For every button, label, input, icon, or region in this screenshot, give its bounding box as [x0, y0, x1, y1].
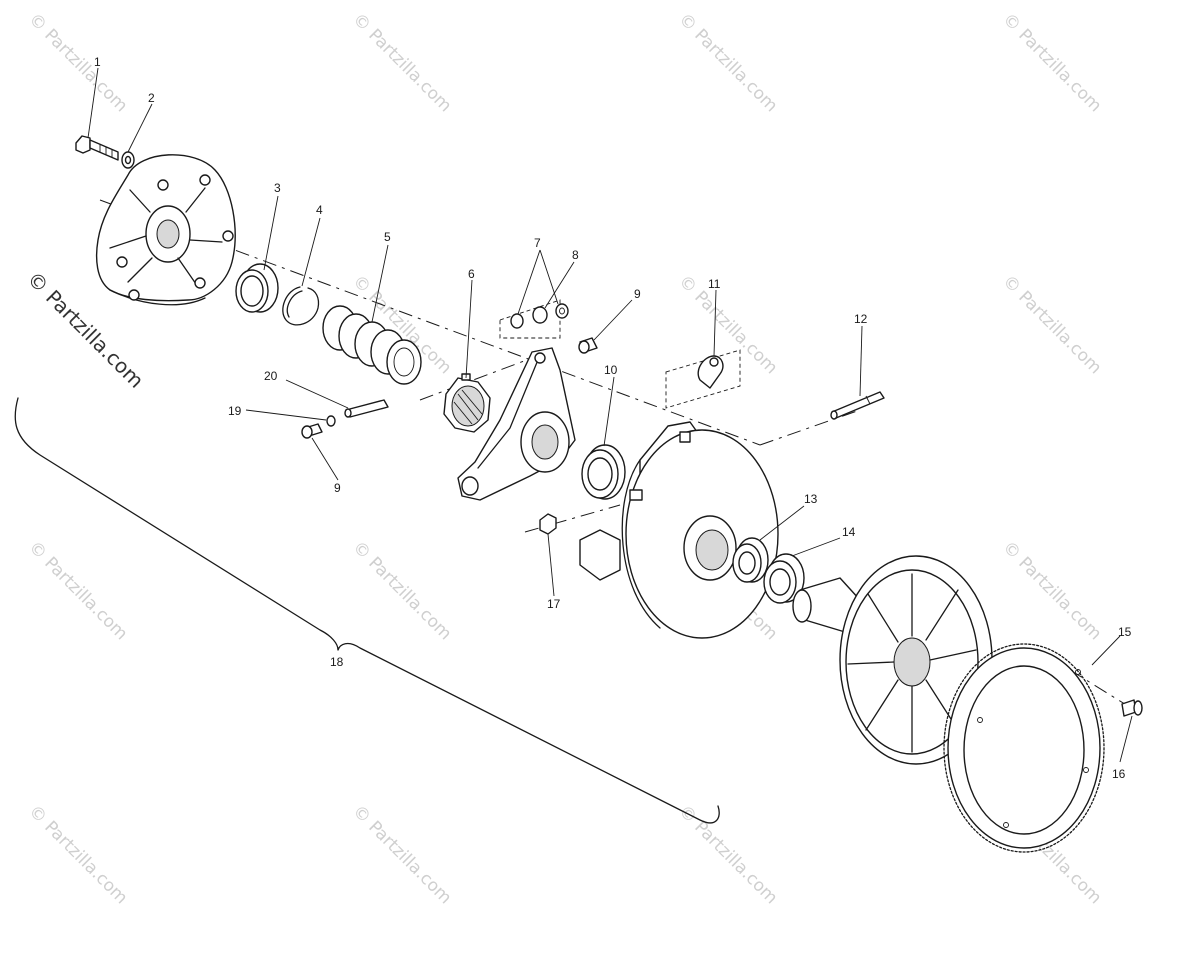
watermark: © Partzilla.com	[348, 801, 455, 908]
callout-16: 16	[1112, 767, 1126, 781]
pin	[344, 399, 389, 418]
callout-8: 8	[572, 248, 579, 262]
watermark: © Partzilla.com	[24, 9, 131, 116]
callout-13: 13	[804, 492, 818, 506]
callout-9-left: 9	[334, 481, 341, 495]
callout-18: 18	[330, 655, 344, 669]
callout-4: 4	[316, 203, 323, 217]
callout-5: 5	[384, 230, 391, 244]
small-washer	[326, 415, 336, 427]
washers-bushing-group	[499, 299, 569, 339]
bushing-ring	[235, 263, 279, 313]
roller-arm	[457, 347, 576, 501]
watermark: © Partzilla.com	[348, 537, 455, 644]
callout-20: 20	[264, 369, 278, 383]
nut	[539, 513, 557, 535]
callout-6: 6	[468, 267, 475, 281]
spacer-washer	[581, 444, 626, 500]
callout-1: 1	[94, 55, 101, 69]
snap-ring	[282, 286, 320, 326]
bushing-large	[763, 553, 805, 604]
bushing	[732, 537, 769, 583]
watermark: © Partzilla.com	[998, 9, 1105, 116]
roller-left	[301, 423, 323, 439]
callout-19: 19	[228, 404, 242, 418]
spring	[322, 305, 422, 385]
callout-11: 11	[708, 277, 721, 291]
callout-2: 2	[148, 91, 155, 105]
callout-7: 7	[534, 236, 541, 250]
fixed-sheave	[792, 555, 993, 765]
roller-right	[578, 337, 598, 354]
cover-plate	[95, 154, 236, 306]
callout-14: 14	[842, 525, 856, 539]
watermark: © Partzilla.com	[674, 271, 781, 378]
bolt	[75, 135, 119, 161]
group-bracket	[14, 397, 720, 824]
callout-15: 15	[1118, 625, 1132, 639]
weight-clip	[665, 349, 741, 409]
watermark: © Partzilla.com	[998, 537, 1105, 644]
callout-17: 17	[547, 597, 561, 611]
spider-housing	[443, 373, 491, 433]
watermark: © Partzilla.com	[24, 801, 131, 908]
screw	[1121, 699, 1143, 717]
callout-9-right: 9	[634, 287, 641, 301]
watermark: © Partzilla.com	[674, 9, 781, 116]
callout-10: 10	[604, 363, 618, 377]
callout-labels: 1 2 3 4 5 6 7 8 9 10 11 12 13 14 15 16 1…	[94, 55, 1132, 781]
movable-sheave	[579, 421, 779, 639]
ring-gear	[943, 643, 1105, 853]
watermark: © Partzilla.com	[24, 537, 131, 644]
washer	[121, 151, 135, 169]
leader-lines	[87, 67, 1133, 763]
watermark: © Partzilla.com	[348, 9, 455, 116]
callout-12: 12	[854, 312, 868, 326]
long-pin	[830, 391, 885, 420]
watermark: © Partzilla.com	[674, 801, 781, 908]
callout-3: 3	[274, 181, 281, 195]
watermark: © Partzilla.com	[998, 271, 1105, 378]
